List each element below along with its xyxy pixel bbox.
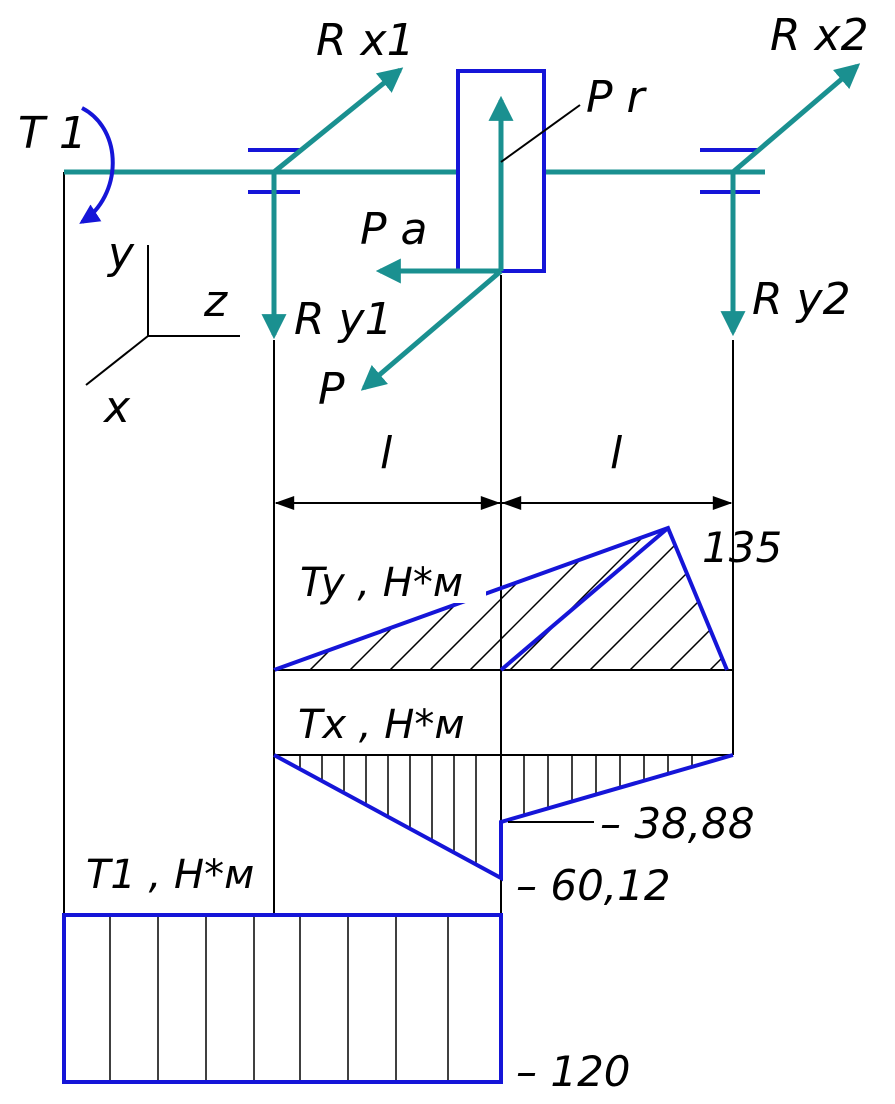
tx-label-b: – 60,12 [516,861,671,910]
ty-title: Ty , H*м [300,560,463,606]
ry2-label: R y2 [752,274,851,325]
axis-x-label: x [102,382,131,433]
t1-torque-arc [79,106,115,224]
pa-label: P a [360,204,427,255]
bearing-right [700,148,760,194]
rx1-label: R x1 [316,15,415,66]
dim-l-left: l [380,428,393,479]
tx-title: Tx , H*м [298,702,465,748]
t1-title: T1 , H*м [86,852,254,898]
coordinate-axes [85,245,240,386]
dimension-lines [274,448,733,520]
ry1-label: R y1 [294,294,393,345]
tx-diagram [273,670,734,882]
axis-y-label: y [106,228,135,279]
p-label: P [318,364,345,415]
t1-value-label: – 120 [516,1047,631,1096]
rx1-arrow [272,67,404,174]
p-arrow [360,269,503,391]
dim-l-right: l [610,428,623,479]
force-arrows [261,63,861,391]
pr-label: P r [586,72,648,123]
t1-label: T 1 [18,108,87,159]
pr-leader [500,104,581,163]
axis-z-label: z [203,276,228,327]
reference-lines [63,172,734,1082]
tx-label-a: – 38,88 [600,799,755,848]
rx2-arrow [731,63,861,174]
rx2-label: R x2 [770,10,869,61]
ty-max-label: 135 [702,523,782,572]
t1-diagram [62,913,503,1084]
